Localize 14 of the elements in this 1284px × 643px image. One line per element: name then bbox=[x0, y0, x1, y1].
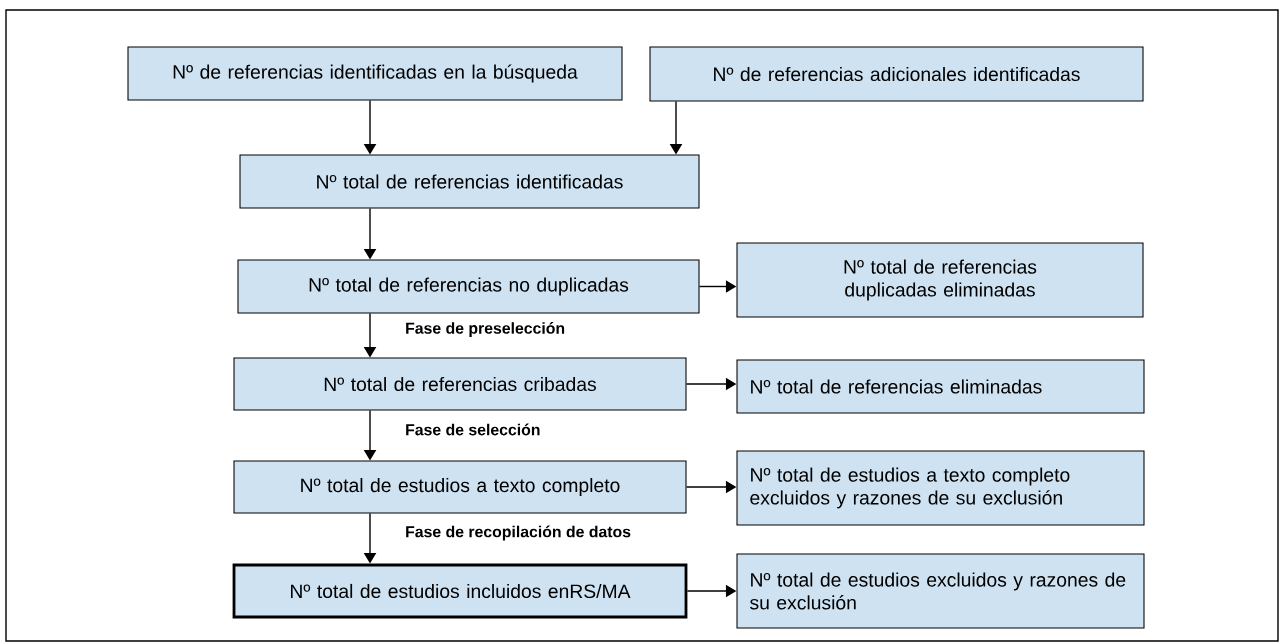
process-box: Nº total de estudios incluidos enRS/MA bbox=[232, 563, 688, 619]
process-box: Nº total de referencias eliminadas bbox=[736, 359, 1145, 414]
process-box: Nº total de referencias no duplicadas bbox=[237, 259, 700, 314]
process-box: Nº total de referencias cribadas bbox=[233, 357, 687, 411]
process-box: Nº de referencias identificadas en la búsqueda bbox=[127, 46, 623, 101]
edge-label: Fase de recopilación de datos bbox=[406, 525, 631, 541]
edge-label: Fase de selección bbox=[406, 423, 540, 436]
process-box: Nº total de estudios a texto completo excluidos y razones de su exclusión bbox=[736, 450, 1145, 526]
process-box: Nº total de estudios excluidos y razones de su exclusión bbox=[736, 553, 1145, 629]
process-box: Nº total de estudios a texto completo bbox=[233, 460, 687, 514]
process-box: Nº de referencias adicionales identificadas bbox=[649, 46, 1144, 102]
process-box: Nº total de referencias identificadas bbox=[239, 154, 700, 209]
edge-label: Fase de preselección bbox=[406, 322, 565, 337]
process-box: Nº total de referencias duplicadas eliminadas bbox=[736, 242, 1144, 318]
